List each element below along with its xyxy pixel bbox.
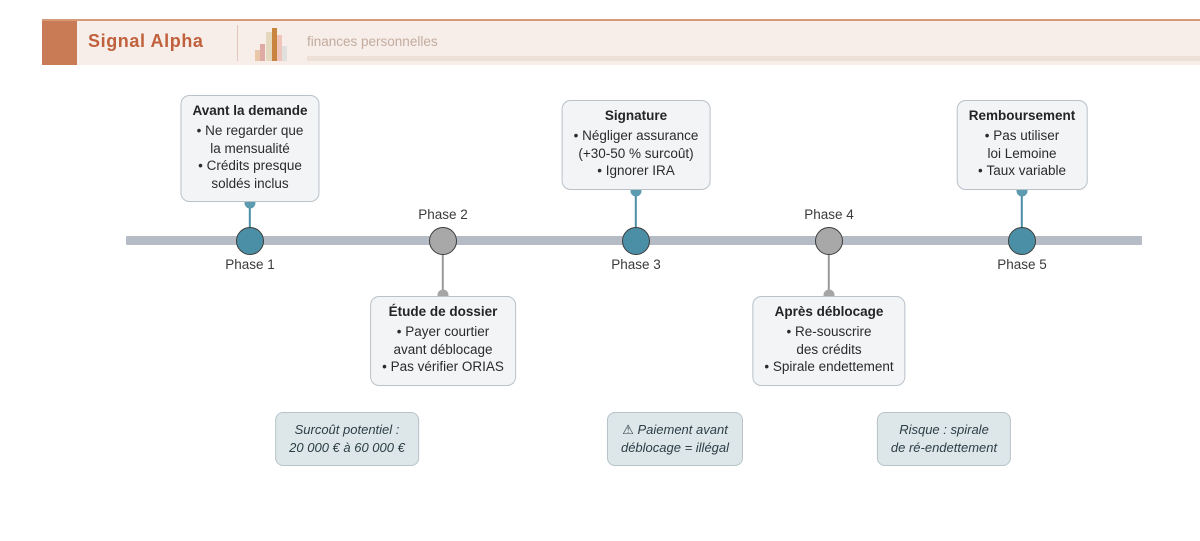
phase-card-item: la mensualité	[210, 140, 290, 156]
phase-card-item: des crédits	[796, 341, 862, 357]
connector-stem-4	[827, 240, 831, 295]
connector-cap-5	[1016, 185, 1028, 196]
phase-label-1: Phase 1	[225, 257, 275, 272]
phase-card-item: avant déblocage	[393, 341, 493, 357]
note-line: Risque : spirale	[899, 422, 989, 437]
phase-card-title: Remboursement	[968, 108, 1076, 123]
phase-card-item: loi Lemoine	[987, 145, 1057, 161]
phase-card-item: Ne regarder que	[192, 122, 307, 140]
brand-title: Signal Alpha	[88, 31, 204, 51]
phase-card-item: Négliger assurance	[574, 127, 698, 145]
connector-cap-1	[244, 197, 256, 209]
warning-triangle-icon: ⚠	[622, 422, 634, 437]
phase-card-3[interactable]: SignatureNégliger assurance(+30-50 % sur…	[561, 100, 711, 190]
note-risque[interactable]: Risque : spirale de ré-endettement	[876, 412, 1012, 466]
timeline-marker-4[interactable]	[815, 226, 843, 255]
note-line: ⚠ Paiement avant	[621, 421, 729, 439]
phase-card-item: Pas utiliser	[969, 127, 1076, 145]
phase-label-3: Phase 3	[611, 257, 661, 272]
header-underline-bar	[307, 56, 1200, 61]
note-text: Paiement avant	[637, 422, 728, 437]
phase-card-list: Négliger assurance(+30-50 % surcoût)Igno…	[574, 127, 699, 180]
phase-card-title: Avant la demande	[192, 103, 308, 118]
phase-card-item: Crédits presque	[192, 157, 307, 175]
connector-stem-2	[441, 240, 445, 295]
note-line: 20 000 € à 60 000 €	[289, 440, 405, 455]
note-line: déblocage = illégal	[620, 440, 730, 455]
app-header: Signal Alpha finances personnelles	[42, 19, 1200, 65]
phase-card-title: Étude de dossier	[388, 304, 498, 319]
phase-card-item: soldés inclus	[211, 175, 289, 191]
connector-stem-3	[634, 190, 638, 241]
timeline-marker-5[interactable]	[1008, 226, 1036, 255]
note-line: de ré-endettement	[890, 440, 998, 455]
phase-card-item: Pas vérifier ORIAS	[382, 358, 504, 376]
phase-card-title: Signature	[604, 108, 668, 123]
phase-label-4: Phase 4	[804, 207, 854, 222]
phase-card-item: Payer courtier	[382, 323, 504, 341]
header-subtitle: finances personnelles	[307, 34, 438, 49]
phase-card-item: Re-souscrire	[764, 323, 893, 341]
phase-label-2: Phase 2	[418, 207, 468, 222]
phase-card-title: Après déblocage	[774, 304, 884, 319]
connector-stem-1	[248, 203, 252, 241]
phase-card-item: Ignorer IRA	[574, 162, 699, 180]
phase-label-5: Phase 5	[997, 257, 1047, 272]
connector-cap-2	[437, 289, 449, 301]
note-line: Surcoût potentiel :	[294, 422, 400, 437]
timeline-marker-1[interactable]	[236, 226, 264, 255]
bar-chart-icon	[252, 26, 296, 62]
phase-card-item: (+30-50 % surcoût)	[578, 145, 694, 161]
phase-card-item: Taux variable	[969, 162, 1076, 180]
timeline-marker-2[interactable]	[429, 226, 457, 255]
header-divider	[237, 25, 238, 61]
brand-accent-block	[42, 21, 77, 65]
connector-cap-3	[630, 185, 642, 196]
timeline-marker-3[interactable]	[622, 226, 650, 255]
connector-cap-4	[823, 289, 835, 301]
phase-card-item: Spirale endettement	[764, 358, 894, 376]
connector-stem-5	[1020, 190, 1024, 241]
note-surcout[interactable]: Surcoût potentiel : 20 000 € à 60 000 €	[275, 412, 419, 466]
